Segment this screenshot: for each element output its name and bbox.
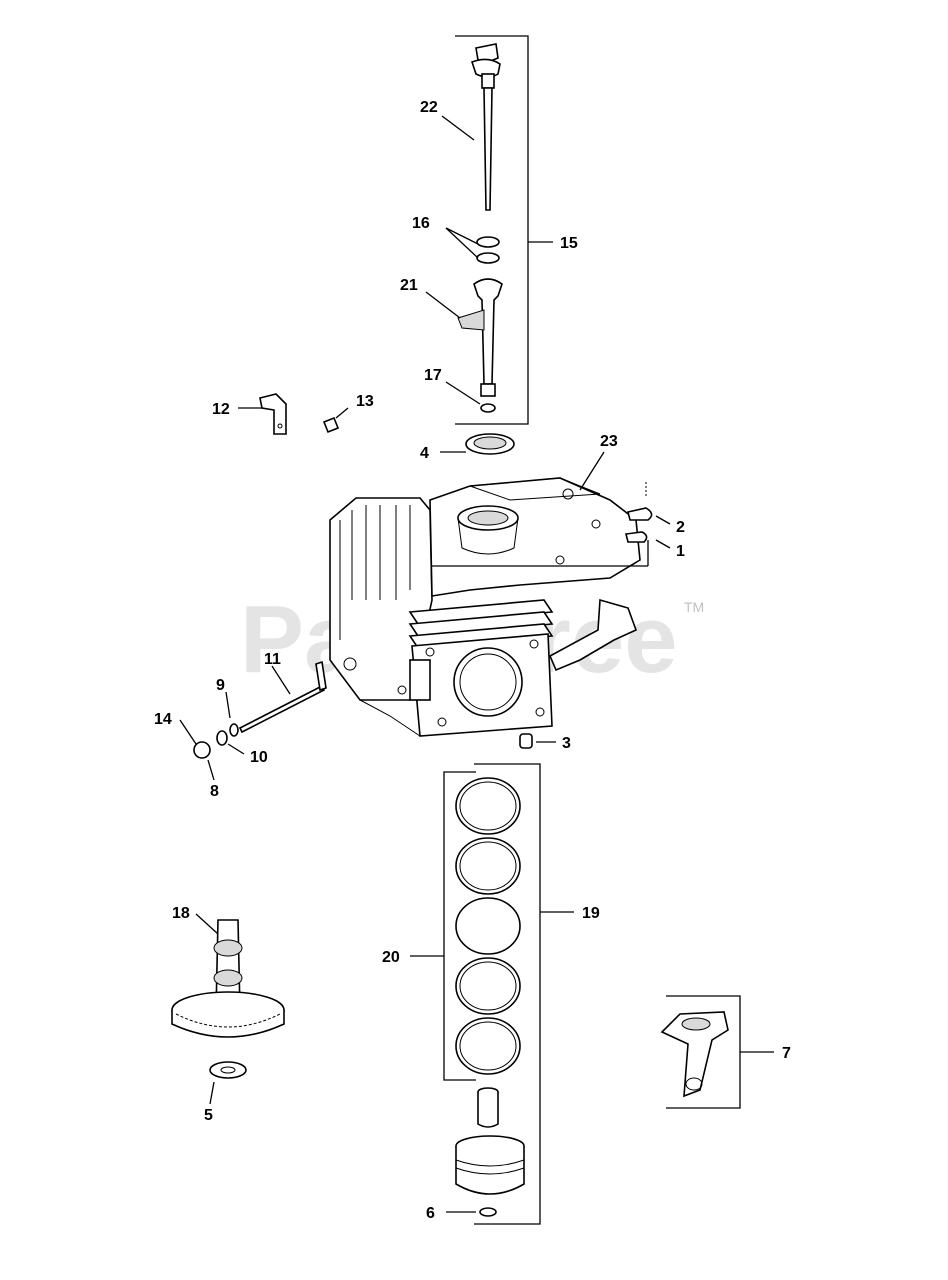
piston[interactable] <box>455 1135 525 1195</box>
screw-part-13[interactable] <box>322 407 349 434</box>
callout-3[interactable]: 3 <box>562 735 571 752</box>
oil-seal-part-4[interactable] <box>440 433 515 455</box>
piston-ring-set[interactable] <box>410 763 574 1225</box>
callout-18[interactable]: 18 <box>172 905 190 922</box>
connecting-rod-part-7[interactable] <box>660 995 774 1109</box>
callout-13[interactable]: 13 <box>356 393 374 410</box>
piston-pin[interactable] <box>477 1087 499 1128</box>
callout-12[interactable]: 12 <box>212 401 230 418</box>
callout-20[interactable]: 20 <box>382 949 400 966</box>
piston-clip-part-6[interactable] <box>446 1207 497 1217</box>
callout-19[interactable]: 19 <box>582 905 600 922</box>
callout-16[interactable]: 16 <box>412 215 430 232</box>
part-2-eyelet[interactable] <box>627 482 671 525</box>
plug-part-3[interactable] <box>519 733 556 749</box>
small-parts-8-9-10-14[interactable] <box>179 691 245 781</box>
callout-5[interactable]: 5 <box>204 1107 213 1124</box>
watermark-trademark: TM <box>684 599 704 615</box>
part-1-eyelet[interactable] <box>625 531 671 549</box>
callout-23[interactable]: 23 <box>600 433 618 450</box>
callout-22[interactable]: 22 <box>420 99 438 116</box>
group-bracket-15 <box>455 35 529 425</box>
callout-9[interactable]: 9 <box>216 677 225 694</box>
callout-7[interactable]: 7 <box>782 1045 791 1062</box>
bracket-part-12[interactable] <box>238 393 287 435</box>
callout-14[interactable]: 14 <box>154 711 172 728</box>
callout-17[interactable]: 17 <box>424 367 442 384</box>
callout-1[interactable]: 1 <box>676 543 685 560</box>
callout-4[interactable]: 4 <box>420 445 429 462</box>
callout-6[interactable]: 6 <box>426 1205 435 1222</box>
callout-10[interactable]: 10 <box>250 749 268 766</box>
callout-8[interactable]: 8 <box>210 783 219 800</box>
callout-11[interactable]: 11 <box>264 651 281 668</box>
washer-part-5[interactable] <box>209 1061 247 1105</box>
callout-21[interactable]: 21 <box>400 277 418 294</box>
dipstick-assembly[interactable] <box>455 35 553 425</box>
callout-15[interactable]: 15 <box>560 235 578 252</box>
breather-tube-part-11[interactable] <box>238 660 327 734</box>
camshaft-part-18[interactable] <box>171 913 285 1038</box>
callout-2[interactable]: 2 <box>676 519 685 536</box>
